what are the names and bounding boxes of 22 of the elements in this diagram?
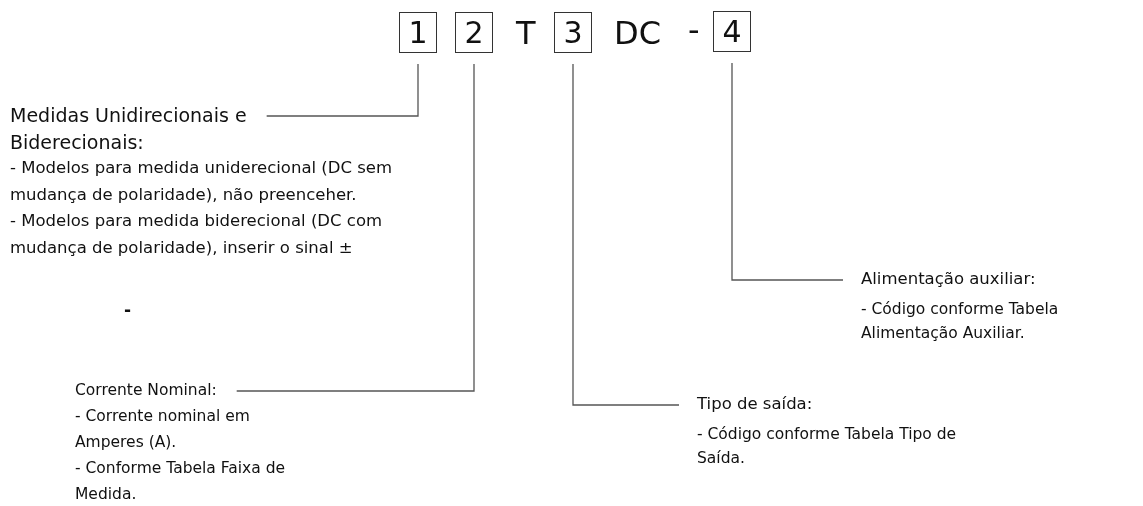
code-character: DC xyxy=(614,17,661,49)
field-description: - Código conforme Tabela Alimentação Auxiliar. xyxy=(861,299,1060,344)
leader-line xyxy=(731,62,844,281)
annotation-text: - xyxy=(124,302,132,319)
code-digit-box: 4 xyxy=(713,11,751,52)
field-heading: Corrente Nominal: xyxy=(75,380,218,401)
field-heading: Medidas Unidirecionais e Biderecionais: xyxy=(10,103,248,155)
field-description: - Corrente nominal em Amperes (A). xyxy=(75,406,251,453)
field-description: - Modelos para medida biderecional (DC com mudança de polaridade), inserir o sinal ± xyxy=(10,210,384,259)
leader-line xyxy=(266,63,419,117)
code-character: T xyxy=(516,17,536,49)
leader-line xyxy=(572,63,680,406)
field-description: - Código conforme Tabela Tipo de Saída. xyxy=(697,424,957,469)
leader-line xyxy=(236,63,475,392)
field-heading: Alimentação auxiliar: xyxy=(861,268,1037,290)
code-digit-box: 3 xyxy=(554,12,592,53)
code-digit-box: 1 xyxy=(399,12,437,53)
code-digit-box: 2 xyxy=(455,12,493,53)
field-description: - Modelos para medida uniderecional (DC sem mudança de polaridade), não preenceher. xyxy=(10,157,394,206)
code-character: - xyxy=(688,14,700,46)
field-heading: Tipo de saída: xyxy=(697,393,814,415)
field-description: - Conforme Tabela Faixa de Medida. xyxy=(75,458,287,505)
